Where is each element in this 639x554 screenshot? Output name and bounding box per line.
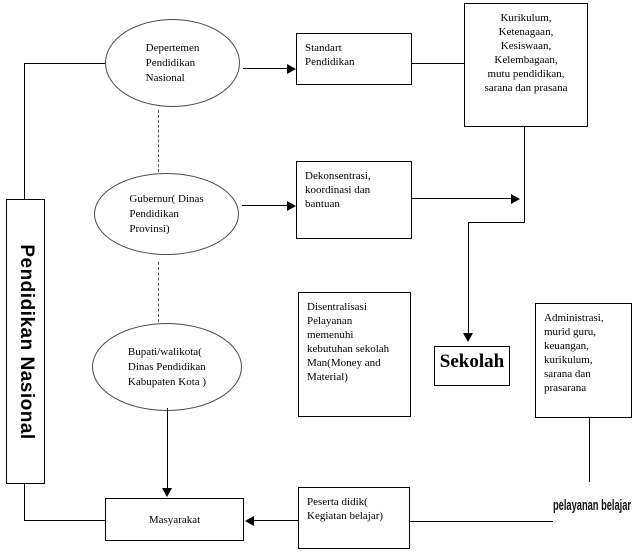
connector-depertemen-to-standart [243,68,287,69]
connector-peserta-to-masyarakat [253,520,299,521]
node-dekonsentrasi-koordinasi-bantuan[interactable]: Dekonsentrasi, koordinasi dan bantuan [296,161,412,239]
vertical-title-panel: Pendidikan Nasional [6,199,45,484]
connector-top-left-horizontal [24,63,106,64]
node-gubernur-label: Gubernur( Dinas Pendidikan Provinsi) [129,192,204,235]
arrowhead-gubernur-to-dekonsentrasi [287,201,296,211]
node-bupati-label: Bupati/walikota( Dinas Pendidikan Kabupa… [127,345,207,388]
node-peserta-didik[interactable]: Peserta didik( Kegiatan belajar) [298,487,410,549]
vertical-title-label: Pendidikan Nasional [15,243,37,440]
node-sekolah-label: Sekolah [439,352,505,372]
connector-left-spine-upper [24,63,25,200]
node-masyarakat-label: Masyarakat [148,513,201,526]
arrowhead-down-to-sekolah [463,333,473,342]
connector-dekonsentrasi-to-spine [412,198,512,199]
node-masyarakat[interactable]: Masyarakat [105,498,244,541]
node-peserta-didik-label: Peserta didik( Kegiatan belajar) [307,496,384,522]
connector-kurikulum-down [524,127,525,223]
connector-left-spine-lower [24,483,25,521]
connector-dashed-depertemen-gubernur [158,110,159,172]
node-standart-pendidikan[interactable]: Standart Pendidikan [296,33,412,85]
node-administrasi-label: Administrasi, murid guru, keuangan, kuri… [544,312,604,394]
node-bupati-walikota-dinas-pendidikan[interactable]: Bupati/walikota( Dinas Pendidikan Kabupa… [92,323,242,411]
connector-peserta-to-pelayanan [410,521,553,522]
arrowhead-bupati-to-masyarakat [162,488,172,497]
node-depertemen-pendidikan-nasional[interactable]: Depertemen Pendidikan Nasional [105,19,240,107]
connector-dashed-gubernur-bupati [158,262,159,322]
node-standart-label: Standart Pendidikan [305,42,355,68]
arrowhead-depertemen-to-standart [287,64,296,74]
node-kurikulum-detail[interactable]: Kurikulum, Ketenagaan, Kesiswaan, Kelemb… [464,3,588,127]
connector-bottom-left-horizontal [24,520,106,521]
node-dekonsentrasi-label: Dekonsentrasi, koordinasi dan bantuan [305,170,371,210]
node-disentralisasi-label: Disentralisasi Pelayanan memenuhi kebutu… [307,301,390,383]
connector-standart-to-kurikulum [412,63,465,64]
connector-kurikulum-left [468,222,525,223]
node-sekolah[interactable]: Sekolah [434,346,510,386]
arrowhead-dekonsentrasi-to-spine [511,194,520,204]
arrowhead-peserta-to-masyarakat [245,516,254,526]
node-gubernur-dinas-pendidikan-provinsi[interactable]: Gubernur( Dinas Pendidikan Provinsi) [94,173,239,255]
connector-administrasi-down [589,418,590,482]
node-administrasi-detail[interactable]: Administrasi, murid guru, keuangan, kuri… [535,303,632,418]
connector-down-to-sekolah [468,222,469,335]
label-pelayanan-belajar: pelayanan belajar [553,497,632,514]
connector-gubernur-to-dekonsentrasi [242,205,287,206]
node-depertemen-label: Depertemen Pendidikan Nasional [145,41,200,84]
connector-bupati-to-masyarakat [167,408,168,490]
node-disentralisasi-pelayanan[interactable]: Disentralisasi Pelayanan memenuhi kebutu… [298,292,411,417]
node-kurikulum-label: Kurikulum, Ketenagaan, Kesiswaan, Kelemb… [484,12,568,94]
